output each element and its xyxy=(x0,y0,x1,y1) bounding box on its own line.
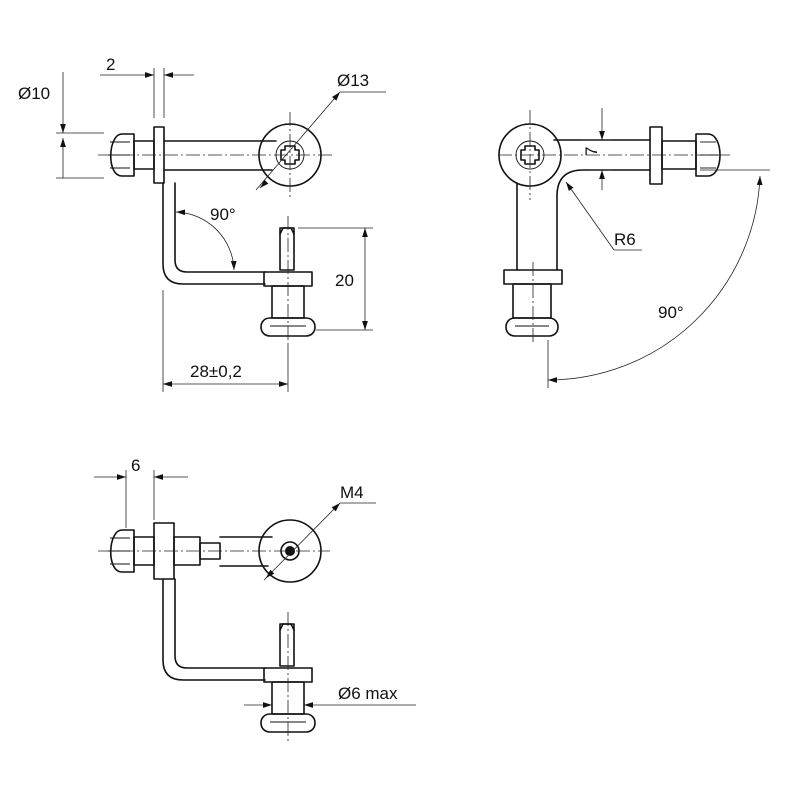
dim-swing-angle: 90° xyxy=(547,169,770,388)
dim-bend-angle: 90° xyxy=(175,205,237,271)
dim-center-distance: 28±0,2 xyxy=(162,290,289,392)
right-screw-top xyxy=(649,126,721,185)
bend-angle-label: 90° xyxy=(210,205,236,224)
dim-bend-radius: R6 xyxy=(565,181,642,251)
pin-height-label: 20 xyxy=(335,271,354,290)
lever-arm xyxy=(162,123,322,285)
dim-bolt-diameter: Ø10 xyxy=(18,72,104,179)
side-view: Ø10 2 Ø13 90° 20 xyxy=(18,55,386,392)
eye-diameter-label: Ø13 xyxy=(337,71,369,90)
dim-eye-diameter: Ø13 xyxy=(255,71,386,191)
dim-eye-offset: 7 xyxy=(582,108,612,190)
collar-diameter-label: Ø6 max xyxy=(338,684,398,703)
bend-radius-label: R6 xyxy=(614,230,636,249)
dim-pin-height: 20 xyxy=(298,227,373,331)
dim-collar-thickness: 2 xyxy=(100,55,194,118)
center-distance-label: 28±0,2 xyxy=(190,362,242,381)
thread-label: M4 xyxy=(340,483,364,502)
swing-angle-label: 90° xyxy=(658,303,684,322)
bottom-view: 6 M4 Ø6 max xyxy=(94,456,416,742)
bolt-diameter-label: Ø10 xyxy=(18,84,50,103)
eye-offset-label: 7 xyxy=(582,147,601,156)
pin-length-label: 6 xyxy=(131,456,140,475)
collar-thickness-label: 2 xyxy=(106,55,115,74)
dim-pin-length: 6 xyxy=(94,456,188,528)
dim-thread: M4 xyxy=(263,483,376,581)
top-view: 7 R6 90° xyxy=(498,108,770,388)
lever-arm-2 xyxy=(162,519,322,681)
dim-collar-diameter: Ø6 max xyxy=(244,684,416,708)
